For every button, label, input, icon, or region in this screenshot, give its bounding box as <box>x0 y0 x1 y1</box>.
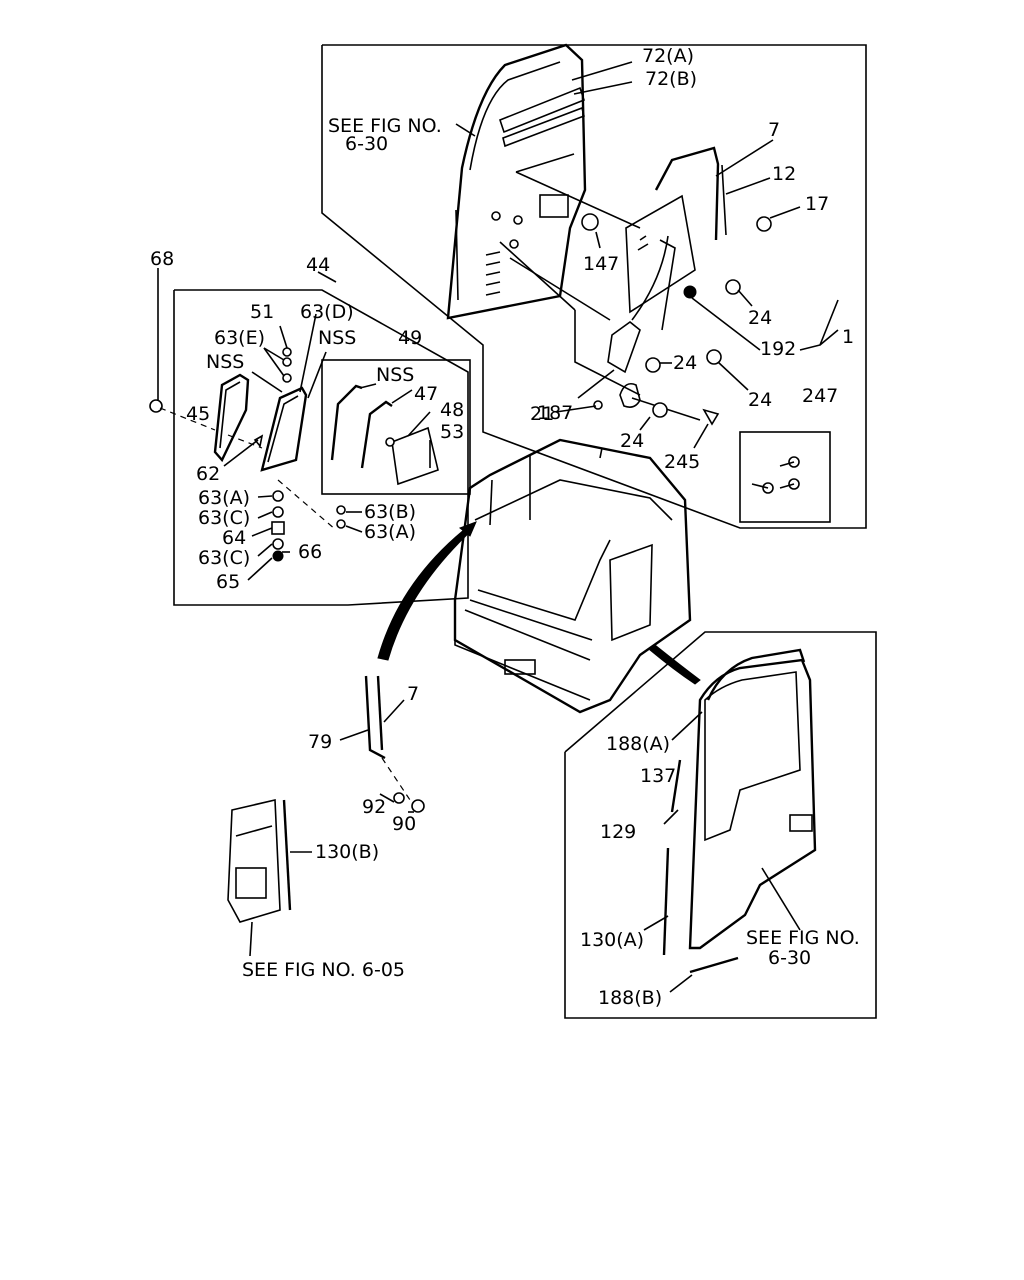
bolt-kit-box-247 <box>739 431 831 523</box>
panel-upper-outline <box>321 44 867 529</box>
callout-129: 129 <box>600 821 636 843</box>
pillar-panel <box>227 799 281 923</box>
label-nss-2: NSS <box>206 351 244 373</box>
pointer-arrow-right <box>649 644 701 685</box>
see-fig-6-30-top-line2: 6-30 <box>345 133 388 155</box>
truck-cab <box>453 438 692 714</box>
box-49 <box>321 359 471 495</box>
callout-63a-right: 63(A) <box>364 521 416 543</box>
panel-left-outline <box>173 289 469 606</box>
pointer-arrow-left <box>377 524 473 661</box>
callout-17: 17 <box>805 193 829 215</box>
quarter-frame-63d <box>260 386 308 472</box>
callout-24-c: 24 <box>748 389 772 411</box>
callout-1: 1 <box>842 326 854 348</box>
bolt-24-icon <box>725 279 741 295</box>
callout-187: 187 <box>537 402 573 424</box>
screw-68-icon <box>149 399 163 413</box>
callout-44: 44 <box>306 254 330 276</box>
callout-130a: 130(A) <box>580 929 644 951</box>
callout-24-d: 24 <box>620 430 644 452</box>
weatherstrip-188a <box>706 648 806 701</box>
callout-7-bottom: 7 <box>407 683 419 705</box>
see-fig-6-30-top-line1: SEE FIG NO. <box>328 115 442 137</box>
callout-49: 49 <box>398 327 422 349</box>
callout-63a-left: 63(A) <box>198 487 250 509</box>
callout-65: 65 <box>216 571 240 593</box>
label-nss-1: NSS <box>318 327 356 349</box>
callout-24-a: 24 <box>748 307 772 329</box>
callout-130b: 130(B) <box>315 841 379 863</box>
callout-245: 245 <box>664 451 700 473</box>
callout-63c-1: 63(C) <box>198 507 250 529</box>
callout-12: 12 <box>772 163 796 185</box>
callout-68: 68 <box>150 248 174 270</box>
callout-63e: 63(E) <box>214 327 265 349</box>
see-fig-6-30-bottom-line1: SEE FIG NO. <box>746 927 860 949</box>
callout-63d: 63(D) <box>300 301 354 323</box>
see-fig-6-30-bottom-line2: 6-30 <box>768 947 811 969</box>
callout-63b: 63(B) <box>364 501 416 523</box>
see-fig-6-05: SEE FIG NO. 6-05 <box>242 959 405 981</box>
weatherstrip-188b <box>689 956 739 974</box>
glass-run-79 <box>364 675 386 760</box>
callout-92: 92 <box>362 796 386 818</box>
grommet-192-icon <box>683 285 697 299</box>
callout-192: 192 <box>760 338 796 360</box>
callout-72b: 72(B) <box>645 68 697 90</box>
fastener-stack-icon <box>253 347 292 562</box>
clip-147-icon <box>581 213 599 231</box>
callout-72a: 72(A) <box>642 45 694 67</box>
callout-66: 66 <box>298 541 322 563</box>
callout-45: 45 <box>186 403 210 425</box>
bolt-24-icon <box>706 349 722 365</box>
callout-7-top: 7 <box>768 119 780 141</box>
glass-run-7 <box>376 675 384 751</box>
seal-137 <box>670 759 682 813</box>
connector-21-icon <box>593 400 603 410</box>
quarter-glass-45 <box>213 373 250 463</box>
door-inner-panel <box>446 43 587 320</box>
handle-245-icon <box>702 408 720 426</box>
callout-90: 90 <box>392 813 416 835</box>
callout-53: 53 <box>440 421 464 443</box>
callout-188b: 188(B) <box>598 987 662 1009</box>
quarter-glass-48 <box>391 426 439 486</box>
callout-24-b: 24 <box>673 352 697 374</box>
bolt-kit-247-icon <box>751 456 800 494</box>
panel-lower-outline <box>564 631 877 1019</box>
callout-63c-2: 63(C) <box>198 547 250 569</box>
callout-48: 48 <box>440 399 464 421</box>
door-glass <box>625 194 696 314</box>
callout-137: 137 <box>640 765 676 787</box>
callout-62: 62 <box>196 463 220 485</box>
callout-79: 79 <box>308 731 332 753</box>
callout-188a: 188(A) <box>606 733 670 755</box>
door-outer-panel <box>688 658 817 950</box>
bolt-17-icon <box>756 216 772 232</box>
callout-64: 64 <box>222 527 246 549</box>
bolt-90-icon <box>411 799 425 813</box>
callout-51: 51 <box>250 301 274 323</box>
leader-lines <box>157 61 839 993</box>
washer-92-icon <box>393 792 405 804</box>
window-regulator <box>607 235 701 421</box>
label-nss-3: NSS <box>376 364 414 386</box>
bolt-24-icon <box>652 402 668 418</box>
glass-seal-47 <box>360 400 393 469</box>
seal-130b <box>282 799 292 911</box>
callout-147: 147 <box>583 253 619 275</box>
weatherstrip-nss <box>330 384 363 461</box>
callout-21: 21 <box>530 403 554 425</box>
callout-247: 247 <box>802 385 838 407</box>
glass-run-channel <box>654 146 720 241</box>
seal-130a <box>662 847 670 956</box>
callout-47: 47 <box>414 383 438 405</box>
bolt-24-icon <box>645 357 661 373</box>
